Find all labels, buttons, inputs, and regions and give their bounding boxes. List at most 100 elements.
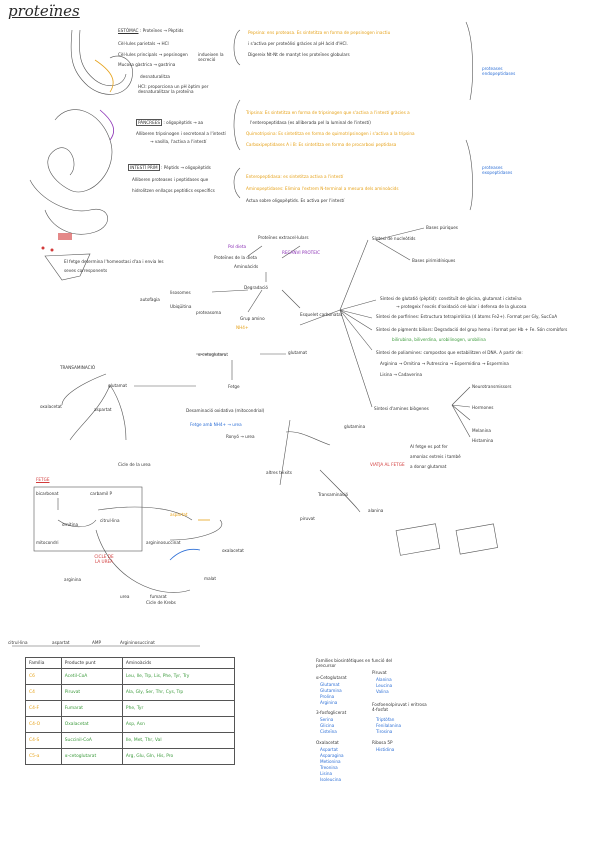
table-cell: C6: [25, 668, 62, 685]
esquelet-carbonatat: Esquelet carbonatat: [300, 312, 343, 317]
mitocondri: mitocondri: [36, 540, 59, 545]
family-oaa-item: Lisina: [320, 771, 333, 776]
table-header-cell: Família: [25, 657, 62, 669]
pancrees-line: : oligopèptids → aa: [163, 120, 204, 125]
bases-pirimidiniques: Bases pirimidíniques: [412, 258, 456, 263]
altres-teixits: altres teixits: [266, 470, 292, 475]
intesti-line: : Pèptids → oligopèptids: [160, 165, 211, 170]
intesti-heading: INTESTÍ PRIM : Pèptids → oligopèptids: [128, 164, 211, 171]
sintesi-nucleotids: Síntesi de nucleòtids: [372, 236, 416, 241]
cells-principals: Cèl·lules principals → pepsinogen: [118, 52, 188, 57]
family-pyr-item: Leucina: [376, 683, 393, 688]
transaminacio-heading: TRANSAMINACIÓ: [60, 365, 96, 370]
cicle-urea-text: Cicle de la urea: [118, 462, 151, 467]
fumarat: fumarat: [150, 594, 167, 599]
viatja-fetge: VIATJA AL FETGE: [370, 462, 405, 467]
table-cell: Asp, Asn: [121, 716, 236, 733]
family-pep-title: Fosfoenolpiruvat i eritrosa 4-fosfat: [372, 702, 427, 712]
table-cell: Succinil-CoA: [60, 732, 123, 749]
fetge-gln-3: a donar glutamat: [410, 464, 447, 469]
carbamil-p: carbamil P: [90, 491, 113, 496]
desnaturalitza: desnaturalitza: [140, 74, 170, 79]
pol-dieta: Pol dieta: [228, 244, 247, 249]
table-cell: C4: [25, 684, 62, 701]
family-akg-item: Glutamina: [320, 688, 342, 693]
aspartat-urea: aspartat: [170, 512, 188, 517]
family-oaa-title: Oxalacetat: [316, 740, 339, 745]
ornitina: ornitina: [62, 522, 79, 527]
indueixen: indueixen la secreció: [198, 52, 224, 62]
table-cell: Arg, Glu, Gln, His, Pro: [121, 748, 236, 765]
sintesi-amines: Síntesi d'amines biògenes: [374, 406, 429, 411]
enteropeptidasa: Enteropeptidasa: es sintetitza activa a …: [246, 174, 344, 179]
table-cell: C4-F: [25, 700, 62, 717]
family-table-header: Família Producte punt Aminoàcids: [25, 657, 236, 669]
family-r5p-title: Ribosa 5P: [372, 740, 393, 745]
table-cell: Oxalacetat: [60, 716, 123, 733]
arginina: arginina: [64, 577, 82, 582]
alfa-cetoglutarat: α-cetoglutarat: [198, 352, 228, 357]
proteases-exo: proteases exopeptidases: [482, 165, 513, 175]
family-oaa-item: Isoleucina: [320, 777, 342, 782]
intesti-note-2: hidrolitzen enllaços peptídics específic…: [132, 188, 215, 193]
pancrees-note-1: Alliberen tripsinogen i secretonal a l'i…: [136, 131, 226, 136]
table-header-cell: Aminoàcids: [121, 657, 236, 669]
table-cell: Fumarat: [60, 700, 123, 717]
family-pyr-item: Valina: [376, 689, 389, 694]
transaminacio-2: Transaminació: [318, 492, 349, 497]
table-cell: α-cetoglutarat: [60, 748, 123, 765]
melanina: Melanina: [472, 428, 491, 433]
aminoacids-main: Aminoàcids: [234, 264, 259, 269]
aminopeptidases-note: Actua sobre oligopèptids. Es activa per …: [246, 198, 345, 203]
cells-parietals: Cèl·lules parietals → HCl: [118, 41, 169, 46]
table-cell: Phe, Tyr: [121, 700, 236, 717]
hcl-note: HCl: proporciona un pH òptim per desnatu…: [138, 84, 209, 94]
bases-puriques: Bases púriques: [426, 225, 458, 230]
table-cell: Acetil-CoA: [60, 668, 123, 685]
histamina: Histamina: [472, 438, 494, 443]
intesti-note-1: Alliberen proteases i peptidases que: [132, 177, 209, 182]
table-cell: Leu, Ile, Trp, Lis, Phe, Tyr, Try: [121, 668, 236, 685]
proteines-extra: Proteïnes extracel·lulars: [258, 235, 309, 240]
carboxipeptidases: Carboxipeptidases A i B: Es sintetitza e…: [246, 142, 397, 147]
table-header-cell: Producte punt: [60, 657, 123, 669]
families-heading: Famílies biosintètiques en funció del pr…: [316, 658, 393, 668]
family-3pg-title: 3-fosfoglicerat: [316, 710, 347, 715]
family-3pg-item: Cisteïna: [320, 729, 337, 734]
pancrees-heading: PÀNCREES : oligopèptids → aa: [136, 119, 204, 126]
page-title: proteïnes: [8, 2, 80, 20]
glutamat-right: glutamat: [288, 350, 307, 355]
proteasoma: proteasoma: [196, 310, 222, 315]
cicle-urea-label: CICLE DE LA UREA: [94, 554, 114, 564]
alanina: alanina: [368, 508, 384, 513]
family-oaa-item: Asparagina: [320, 753, 344, 758]
pepsina-3: Digereix Nt-Nt de mantyt les proteïnes g…: [248, 52, 350, 57]
quimotripsina: Quimotripsina: Es sintetitza en forma de…: [246, 131, 415, 136]
intesti-label: INTESTÍ PRIM: [128, 164, 160, 171]
glutamat-left: glutamat: [108, 383, 127, 388]
nh4-label: NH4+: [236, 325, 249, 330]
cicle-krebs: Cicle de Krebs: [146, 600, 176, 605]
family-pyr-item: Alanina: [376, 677, 392, 682]
table-cell: Piruvat: [60, 684, 123, 701]
pancrees-note-2: → vasilla, l'activa a l'intestí: [150, 139, 207, 144]
fetge-mark: Fetge: [228, 384, 240, 389]
malat: malat: [204, 576, 217, 581]
table-cell: C5-α: [25, 748, 62, 765]
desaminacio: Desaminació oxidativa (mitocondrial): [186, 408, 265, 413]
family-akg-item: Glutamat: [320, 682, 340, 687]
degradacio: Degradació: [244, 285, 268, 290]
grup-amino: Grup amino: [240, 316, 265, 321]
table-cell: C4-S: [25, 732, 62, 749]
pepsina-1: Pepsina: ens proteasa. Es sintetitza en …: [248, 30, 391, 35]
sintesi-poliamines: Síntesi de poliamines: compostos que est…: [376, 350, 523, 355]
estomac-heading: ESTÒMAC : Proteïnes → Pèptids: [118, 28, 183, 33]
family-oaa-item: Aspartat: [320, 747, 338, 752]
proteines-dieta: Proteïnes de la dieta: [214, 255, 257, 260]
neurotransmissors: Neurotransmissors: [472, 384, 512, 389]
hormones: Hormones: [472, 405, 494, 410]
ubiquitina: Ubiqüitina: [170, 304, 192, 309]
